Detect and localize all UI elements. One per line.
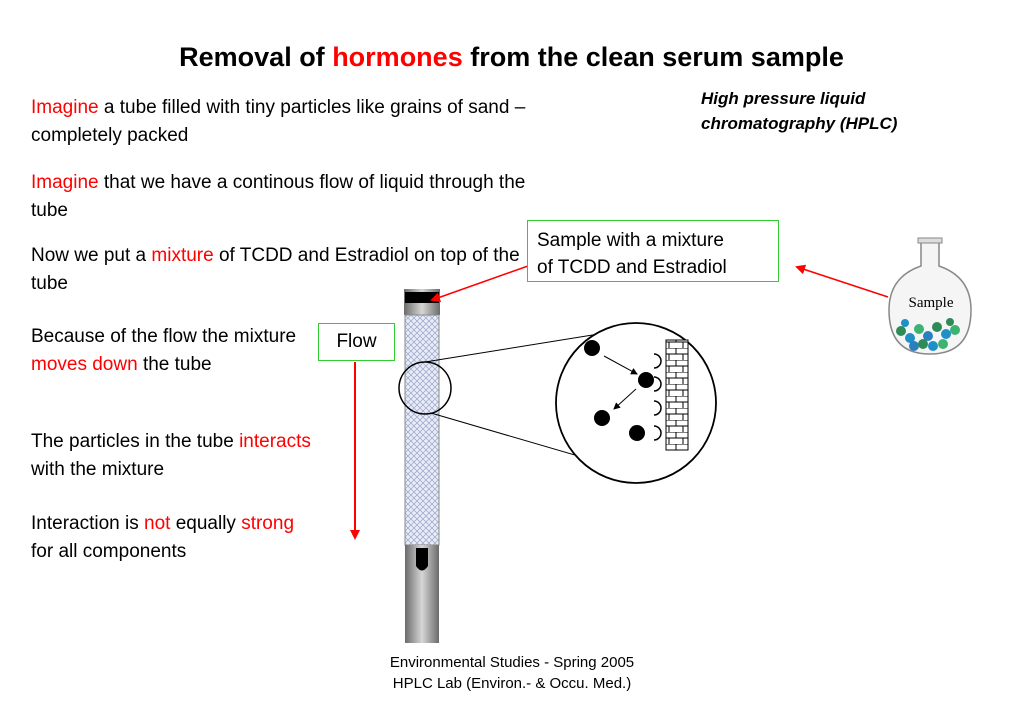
molecule [584, 340, 600, 356]
hplc-column [404, 289, 440, 643]
sample-mixture-callout: Sample with a mixture of TCDD and Estrad… [527, 220, 779, 282]
title-text-after: from the clean serum sample [462, 42, 844, 72]
paragraph-highlight: Imagine [31, 172, 99, 193]
footer-line: HPLC Lab (Environ.- & Occu. Med.) [392, 675, 632, 692]
paragraph-highlight: strong [241, 513, 295, 534]
paragraph-tube-particles: Imagine a tube filled with tiny particle… [31, 94, 561, 150]
paragraph-highlight: interacts [239, 431, 311, 452]
zoom-magnified-circle [555, 322, 717, 484]
flow-label-box: Flow [318, 323, 395, 361]
hplc-note-line: chromatography (HPLC) [701, 114, 898, 133]
eluate-drop [416, 548, 428, 571]
paragraph-moves-down: Because of the flow the mixture moves do… [31, 323, 306, 379]
column-packing [404, 314, 440, 546]
paragraph-interacts: The particles in the tube interacts with… [31, 428, 311, 484]
paragraph-text: of TCDD and Estradiol on top of the tube [31, 245, 520, 294]
title-highlight: hormones [332, 42, 463, 72]
callout-arrow-to-column [430, 265, 529, 303]
motion-arrow [613, 388, 637, 410]
paragraph-text: Interaction is [31, 513, 144, 534]
paragraph-interaction-strength: Interaction is not equally strong for al… [31, 510, 311, 566]
flask-rim [917, 237, 943, 244]
molecule-bound [638, 372, 654, 388]
hplc-note-line: High pressure liquid [701, 89, 866, 108]
flask-particles [896, 318, 960, 351]
paragraph-text: a tube filled with tiny particles like g… [31, 97, 526, 146]
paragraph-text: for all components [31, 541, 187, 562]
paragraph-text: that we have a continous flow of liquid … [31, 172, 526, 221]
paragraph-highlight: not [144, 513, 171, 534]
sample-flask: Sample [888, 237, 972, 355]
paragraph-liquid-flow: Imagine that we have a continous flow of… [31, 169, 561, 225]
paragraph-text: The particles in the tube [31, 431, 240, 452]
paragraph-text: equally [170, 513, 242, 534]
footer-line: Environmental Studies - Spring 2005 [389, 654, 635, 671]
paragraph-text: the tube [137, 354, 212, 375]
paragraph-text: with the mixture [31, 459, 165, 480]
molecule-bound [629, 425, 645, 441]
flask-label: Sample [909, 295, 954, 311]
arrow-flask-to-callout [795, 264, 889, 298]
paragraph-highlight: moves down [31, 354, 138, 375]
slide-title: Removal of hormones from the clean serum… [0, 42, 1023, 73]
binding-site [653, 425, 662, 441]
binding-site [653, 376, 662, 392]
stationary-phase-wall [665, 339, 689, 451]
paragraph-highlight: Imagine [31, 97, 99, 118]
slide-footer: Environmental Studies - Spring 2005 HPLC… [312, 652, 712, 694]
paragraph-highlight: mixture [151, 245, 214, 266]
motion-arrow [603, 355, 638, 375]
flow-label: Flow [336, 331, 377, 352]
paragraph-text: Because of the flow the mixture [31, 326, 297, 347]
paragraph-text: Now we put a [31, 245, 152, 266]
binding-site [653, 353, 662, 369]
binding-site [653, 400, 662, 416]
callout-line: of TCDD and Estradiol [537, 257, 727, 278]
callout-line: Sample with a mixture [537, 230, 724, 251]
molecule [594, 410, 610, 426]
sample-band [405, 292, 439, 303]
magnified-view [584, 339, 689, 451]
title-text-before: Removal of [179, 42, 333, 72]
flask-body [888, 241, 972, 355]
hplc-note: High pressure liquid chromatography (HPL… [701, 86, 971, 136]
paragraph-mixture: Now we put a mixture of TCDD and Estradi… [31, 242, 521, 298]
